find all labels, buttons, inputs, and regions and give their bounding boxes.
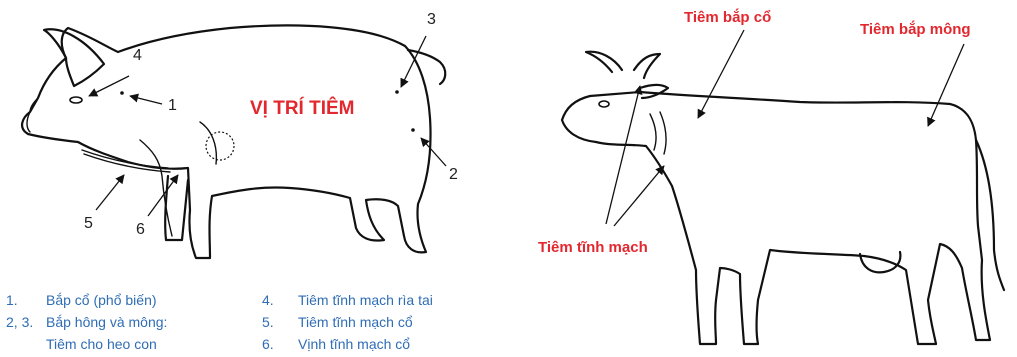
pig-marker-6: 6 — [136, 221, 145, 238]
cow-horn-left — [586, 52, 622, 72]
cow-horn-right — [634, 54, 660, 78]
pig-ear — [44, 29, 104, 86]
legend-left-text-3: Tiêm cho heo con — [46, 336, 157, 352]
cow-label-rump: Tiêm bắp mông — [860, 20, 971, 38]
pig-injection-dot-3 — [395, 90, 399, 94]
pig-title: VỊ TRÍ TIÊM — [250, 97, 355, 119]
cow-udder — [860, 252, 900, 272]
cow-arrow-rump — [928, 44, 964, 126]
legend-right-text-5: Tiêm tĩnh mạch cổ — [298, 314, 413, 330]
legend-right-text-4: Tiêm tĩnh mạch rìa tai — [298, 292, 433, 308]
pig-injection-dot-2 — [411, 128, 415, 132]
cow-arrow-vein-2 — [614, 166, 664, 226]
legend-right-text-6: Vịnh tĩnh mạch cổ — [298, 336, 410, 352]
pig-arrow-2 — [421, 138, 446, 166]
cow-neck-lines — [650, 112, 666, 154]
pig-tail — [408, 50, 445, 84]
pig-marker-4: 4 — [133, 47, 142, 64]
legend-left-text-2: Bắp hông và mông: — [46, 314, 167, 330]
cow-label-vein: Tiêm tĩnh mạch — [538, 239, 648, 256]
cow-drawing — [562, 52, 1004, 344]
cow-tail — [976, 140, 1004, 290]
legend-right-num-5: 5. — [262, 314, 274, 330]
pig-marker-2: 2 — [449, 166, 458, 183]
pig-legend: 1. Bắp cổ (phổ biến) 2, 3. Bắp hông và m… — [6, 292, 433, 352]
cow-outline — [562, 92, 990, 344]
pig-arrow-1 — [130, 96, 162, 104]
legend-left-num-1: 1. — [6, 292, 18, 308]
pig-injection-dot-1 — [120, 91, 124, 95]
cow-label-neck: Tiêm bắp cổ — [684, 8, 771, 26]
legend-left-text-1: Bắp cổ (phổ biến) — [46, 292, 157, 308]
pig-neck-vein — [140, 122, 216, 236]
pig-front-leg — [165, 176, 188, 240]
cow-arrow-neck — [698, 30, 744, 118]
pig-shoulder-circle — [206, 132, 234, 160]
legend-left-num-2: 2, 3. — [6, 314, 33, 330]
pig-arrow-5 — [96, 175, 124, 210]
cow-arrow-vein-1 — [606, 86, 640, 224]
pig-eye — [70, 97, 82, 103]
cow-markers: Tiêm bắp cổ Tiêm bắp mông Tiêm tĩnh mạch — [538, 8, 971, 256]
pig-marker-5: 5 — [84, 215, 93, 232]
cow-eye — [599, 101, 609, 107]
legend-right-num-6: 6. — [262, 336, 274, 352]
pig-marker-3: 3 — [427, 11, 436, 28]
pig-marker-1: 1 — [168, 97, 177, 114]
legend-right-num-4: 4. — [262, 292, 274, 308]
